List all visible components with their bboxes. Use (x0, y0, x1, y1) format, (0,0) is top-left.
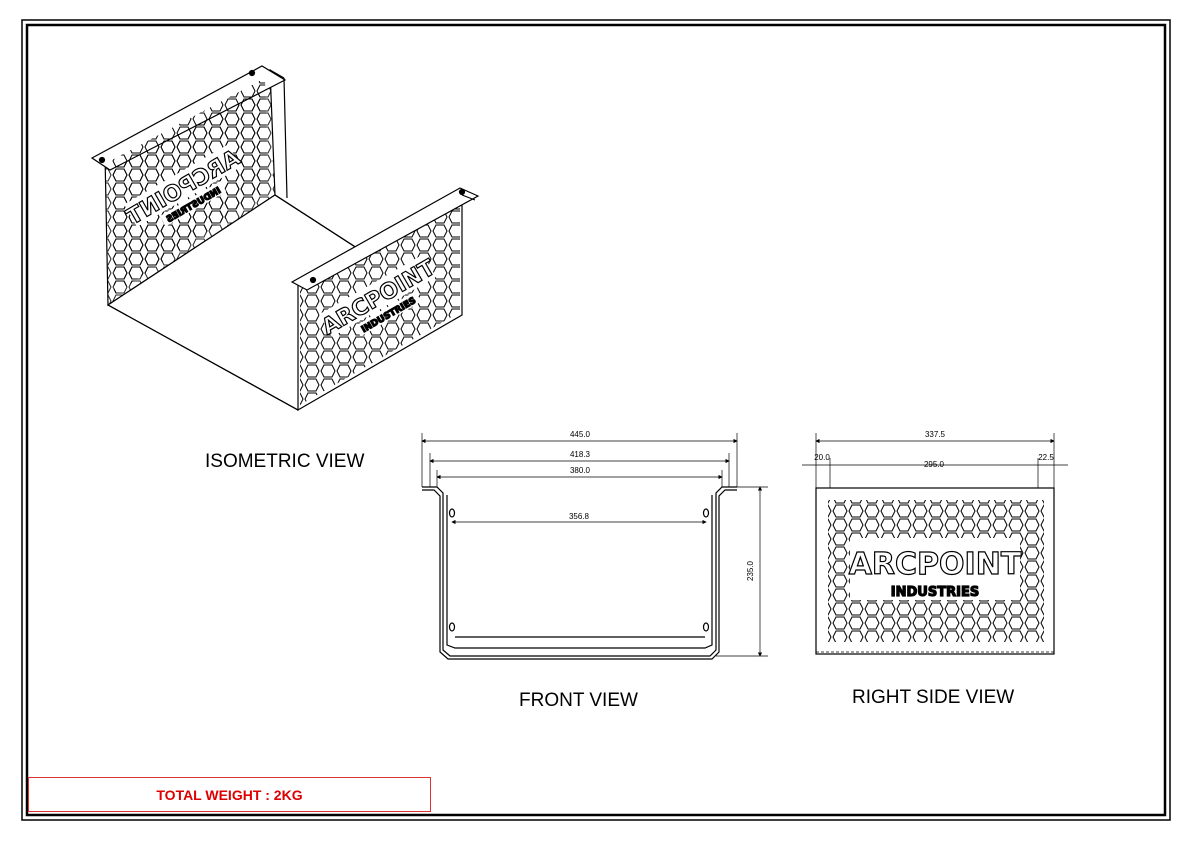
dim-height: 235.0 (746, 560, 755, 581)
inner-border (25, 23, 1167, 817)
right-side-view-label: RIGHT SIDE VIEW (852, 687, 1015, 708)
front-hole-tl (448, 508, 456, 518)
dim-side-right: 22.5 (1038, 453, 1054, 462)
dim-hole-spacing: 356.8 (569, 512, 590, 521)
isometric-view-label: ISOMETRIC VIEW (205, 451, 365, 472)
dim-side-hole-spacing: 295.0 (924, 460, 945, 469)
front-hole-br (702, 622, 710, 632)
front-hole-tr (702, 508, 710, 518)
front-outline (422, 486, 737, 657)
dim-side-overall: 337.5 (925, 430, 946, 439)
front-hole-bl (448, 622, 456, 632)
dim-body-width: 380.0 (570, 466, 591, 475)
front-dimension-labels: 445.0 418.3 380.0 356.8 235.0 (569, 430, 755, 581)
front-view-label: FRONT VIEW (519, 690, 638, 711)
isometric-view: ARCPOINT INDUSTRIES ARCPOINT INDUSTRIES (90, 65, 480, 412)
right-side-view: ARCPOINT INDUSTRIES (802, 433, 1068, 655)
dim-flange-width: 418.3 (570, 450, 591, 459)
dim-overall-width: 445.0 (570, 430, 591, 439)
side-dimension-labels: 337.5 20.0 295.0 22.5 (814, 430, 1054, 469)
front-view (421, 433, 768, 660)
dim-side-left: 20.0 (814, 453, 830, 462)
outer-border (21, 19, 1171, 821)
side-logo-sub: INDUSTRIES (891, 585, 979, 600)
total-weight-box: TOTAL WEIGHT : 2KG (28, 777, 431, 812)
total-weight-text: TOTAL WEIGHT : 2KG (156, 787, 303, 803)
side-logo: ARCPOINT (849, 547, 1022, 582)
side-panel (815, 487, 1055, 655)
